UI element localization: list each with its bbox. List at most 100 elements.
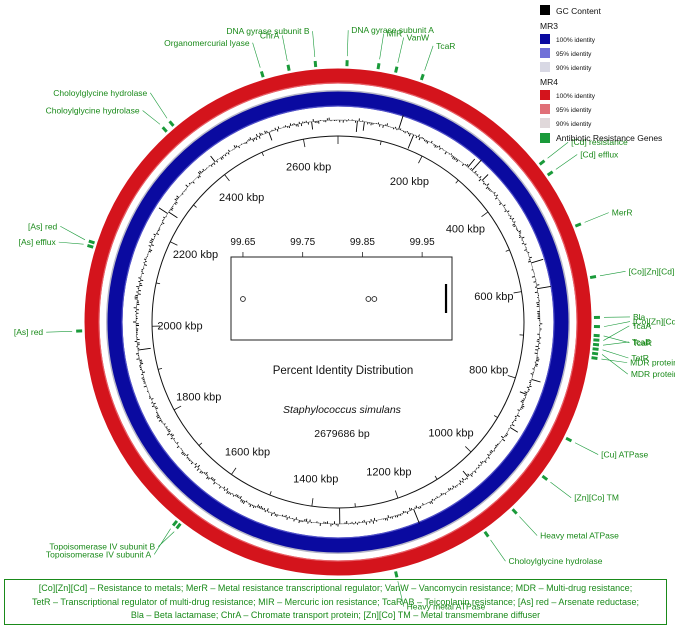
resistance-gene-label: [As] red bbox=[14, 327, 44, 337]
resistance-gene-label: [As] efflux bbox=[19, 237, 57, 247]
resistance-gene-label: TcaA bbox=[632, 321, 651, 331]
resistance-gene-label: Organomercurial lyase bbox=[164, 38, 250, 48]
legend-item-label: 90% identity bbox=[556, 121, 592, 128]
resistance-gene-label: MerR bbox=[612, 208, 633, 218]
gene-leader-line bbox=[601, 354, 629, 375]
kbp-tick bbox=[224, 174, 230, 182]
gene-leader-line bbox=[550, 481, 572, 498]
ring-tracks bbox=[84, 68, 592, 576]
legend-group-title: MR3 bbox=[540, 21, 558, 31]
gene-leader-line bbox=[603, 325, 630, 341]
resistance-gene-label: MIR bbox=[387, 29, 403, 39]
kbp-tick bbox=[465, 446, 472, 453]
kbp-tick bbox=[379, 140, 382, 146]
kbp-tick bbox=[513, 291, 522, 294]
legend-group-title: MR4 bbox=[540, 77, 558, 87]
gene-leader-line bbox=[601, 358, 628, 363]
boxplot-frame bbox=[230, 256, 453, 341]
resistance-gene-label: DNA gyrase subunit B bbox=[226, 26, 309, 36]
kbp-tick bbox=[434, 475, 438, 480]
resistance-gene-mark bbox=[592, 347, 599, 351]
resistance-gene-mark bbox=[546, 170, 554, 177]
resistance-gene-label: MDR protein bbox=[630, 358, 675, 368]
resistance-gene-mark bbox=[259, 71, 265, 78]
gene-leader-line bbox=[574, 442, 599, 455]
legend-item-label: 95% identity bbox=[556, 107, 592, 114]
resistance-gene-mark bbox=[394, 571, 399, 578]
resistance-gene-mark bbox=[591, 351, 599, 356]
legend-item-label: 90% identity bbox=[556, 65, 592, 72]
resistance-gene-label: [Co][Zn][Cd] bbox=[629, 266, 675, 276]
legend-arg-label: Antibiotic Resistance Genes bbox=[556, 133, 662, 143]
boxplot-outlier bbox=[371, 296, 378, 302]
kbp-tick-label: 800 kbp bbox=[469, 364, 508, 376]
kbp-tick-label: 2400 kbp bbox=[219, 192, 264, 204]
resistance-gene-mark bbox=[168, 120, 175, 127]
kbp-tick bbox=[193, 204, 197, 208]
kbp-tick bbox=[481, 211, 489, 218]
gene-leader-line bbox=[490, 539, 506, 562]
kbp-tick bbox=[505, 249, 510, 252]
resistance-gene-label: Heavy metal ATPase bbox=[540, 531, 619, 541]
legend-swatch bbox=[540, 62, 550, 72]
resistance-gene-label: Choloylglycine hydrolase bbox=[53, 88, 147, 98]
resistance-gene-mark bbox=[538, 159, 546, 166]
resistance-gene-mark bbox=[394, 66, 399, 73]
kbp-tick bbox=[394, 490, 399, 499]
boxplot-tick-label: 99.85 bbox=[350, 237, 375, 248]
gene-leader-line bbox=[60, 226, 86, 241]
kbp-tick-label: 2200 kbp bbox=[173, 249, 218, 261]
resistance-gene-label: [Zn][Co] TM bbox=[574, 493, 619, 503]
kbp-tick bbox=[158, 367, 163, 370]
legend-gc-label: GC Content bbox=[556, 6, 602, 16]
resistance-gene-label: Choloylglycine hydrolase bbox=[508, 556, 602, 566]
resistance-gene-mark bbox=[313, 60, 318, 68]
kbp-tick-label: 2000 kbp bbox=[157, 321, 202, 333]
boxplot-tick-label: 99.65 bbox=[230, 237, 255, 248]
boxplot-tick-label: 99.75 bbox=[290, 237, 315, 248]
kbp-tick-label: 200 kbp bbox=[390, 176, 429, 188]
legend-swatch bbox=[540, 34, 550, 44]
gene-leader-line bbox=[281, 35, 288, 61]
kbp-tick bbox=[311, 498, 314, 507]
resistance-gene-label: Topoisomerase IV subunit A bbox=[46, 549, 152, 559]
kbp-tick bbox=[493, 415, 498, 418]
genome-size: 2679686 bp bbox=[314, 428, 370, 440]
resistance-gene-mark bbox=[88, 239, 95, 245]
gc-baseline bbox=[135, 119, 541, 525]
gene-leader-line bbox=[603, 321, 631, 327]
kbp-tick bbox=[455, 179, 459, 184]
resistance-gene-label: Bla bbox=[633, 312, 646, 322]
footer-line-3: Bla – Beta lactamase; ChrA – Chromate tr… bbox=[130, 610, 541, 620]
legend-swatch bbox=[540, 90, 550, 100]
resistance-gene-label: TetR bbox=[631, 353, 648, 363]
legend-gc-swatch bbox=[540, 5, 550, 15]
resistance-gene-mark bbox=[565, 436, 573, 443]
mr4-identity-ring bbox=[84, 68, 592, 576]
gene-leader-line bbox=[46, 330, 73, 333]
kbp-tick bbox=[173, 405, 182, 411]
resistance-gene-marks bbox=[76, 60, 600, 578]
resistance-gene-label: [Cd] efflux bbox=[580, 150, 619, 160]
resistance-gene-label: [Co][Zn][Cd] bbox=[633, 317, 675, 327]
resistance-gene-mark bbox=[175, 522, 182, 530]
kbp-tick-label: 1200 kbp bbox=[366, 467, 411, 479]
boxplot-title: Percent Identity Distribution bbox=[273, 365, 414, 377]
gene-leader-line bbox=[602, 341, 629, 346]
kbp-tick bbox=[156, 282, 161, 285]
gene-leader-line bbox=[397, 37, 404, 63]
resistance-gene-mark bbox=[286, 64, 291, 71]
kbp-tick bbox=[418, 155, 423, 164]
resistance-gene-label: [Cu] ATPase bbox=[601, 450, 648, 460]
legend-swatch bbox=[540, 118, 550, 128]
resistance-gene-label: [Cd] resistance bbox=[571, 137, 628, 147]
kbp-tick-label: 2600 kbp bbox=[286, 162, 331, 174]
resistance-gene-mark bbox=[592, 342, 600, 347]
gene-leader-line bbox=[555, 154, 578, 170]
resistance-gene-mark bbox=[574, 222, 582, 228]
organism-name: Staphylococcus simulans bbox=[283, 404, 402, 416]
resistance-gene-label: TcaR bbox=[633, 338, 652, 348]
resistance-gene-mark bbox=[541, 474, 549, 481]
